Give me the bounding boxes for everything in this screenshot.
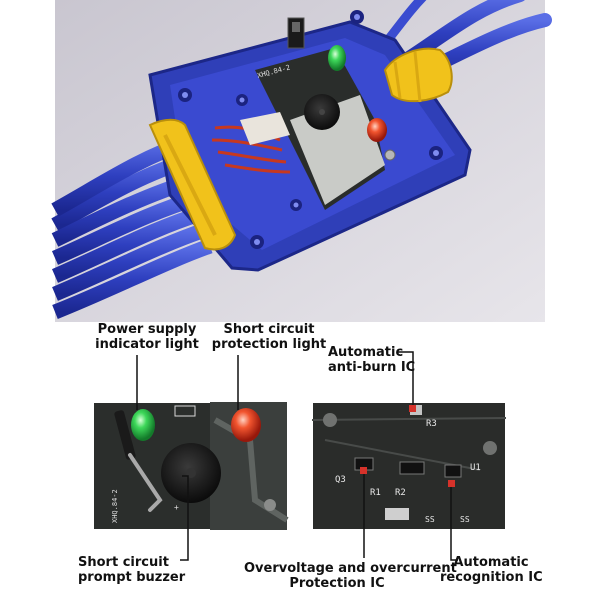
label-line: Automatic (453, 555, 529, 570)
label-line: Short circuit (223, 322, 315, 337)
detail-green-led (131, 409, 155, 441)
label-line: Overvoltage and overcurrent (244, 561, 457, 576)
callout-line-anti-burn (398, 351, 414, 405)
circuit-board: XHQ.84-2 (211, 17, 396, 210)
label-line: Protection IC (289, 576, 385, 591)
svg-text:XHQ.84-2: XHQ.84-2 (111, 489, 119, 523)
label-overvoltage-protection: Overvoltage and overcurrent Protection I… (244, 561, 457, 591)
svg-text:R3: R3 (426, 419, 437, 429)
label-line: recognition IC (440, 570, 543, 585)
callout-line-buzzer (180, 475, 189, 561)
label-prompt-buzzer: Short circuit prompt buzzer (78, 555, 194, 585)
label-line: Automatic (328, 345, 404, 360)
label-line: indicator light (95, 337, 199, 352)
marker-overvoltage (360, 467, 367, 474)
yellow-grommet-left (148, 118, 237, 251)
svg-text:R2: R2 (395, 488, 406, 498)
green-led (328, 45, 346, 71)
top-product-photo: XHQ.84-2 (51, 0, 552, 322)
label-anti-burn-ic: Automatic anti-burn IC (328, 345, 420, 375)
label-short-circuit-protection: Short circuit protection light (210, 322, 328, 352)
label-line: Short circuit (78, 555, 169, 570)
svg-text:+: + (174, 503, 179, 512)
marker-recognition (448, 480, 455, 487)
svg-text:Q3: Q3 (335, 475, 346, 485)
yellow-connector-right (383, 47, 453, 103)
red-led (367, 118, 387, 142)
label-power-supply-indicator: Power supply indicator light (92, 322, 202, 352)
svg-text:SS: SS (460, 515, 470, 524)
label-line: protection light (211, 337, 327, 352)
callout-lines (136, 351, 458, 561)
callout-line-recognition (450, 487, 458, 561)
svg-text:U1: U1 (470, 463, 481, 473)
label-line: Power supply (97, 322, 197, 337)
label-line: prompt buzzer (78, 570, 186, 585)
marker-anti-burn (409, 405, 416, 412)
detail-red-led (231, 408, 261, 442)
svg-text:R1: R1 (370, 488, 381, 498)
detail-photo-indicator-board: + XHQ.84-2 (92, 401, 289, 531)
svg-text:SS: SS (425, 515, 435, 524)
label-line: anti-burn IC (328, 360, 416, 375)
label-recognition-ic: Automatic recognition IC (440, 555, 543, 585)
detail-photo-protection-board: Q3 R1 R2 R3 U1 SS SS (311, 401, 507, 531)
